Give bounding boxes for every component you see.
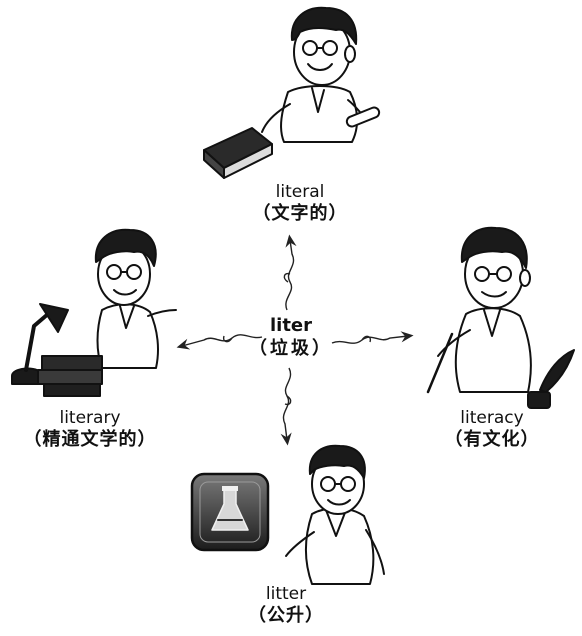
branch-literacy-meaning: （有文化） [444,429,540,451]
branch-litter-word: litter [265,584,307,604]
branch-litter-label: litter （公升） [196,584,376,628]
branch-literal-label: literal （文字的） [210,182,390,226]
man-with-lamp-and-books-illustration [11,228,177,397]
branch-literal-meaning: （文字的） [252,203,348,225]
branch-literal-word: literal [275,182,325,202]
root-word-label: liter （垃圾） [201,315,381,360]
arrow-right [331,331,414,344]
arrow-up [283,234,297,311]
arrow-left [176,334,263,350]
branch-literacy-word: literacy [460,408,524,428]
man-with-flask-illustration [190,444,385,585]
man-writing-quill-illustration [426,226,575,409]
branch-literary-word: literary [59,408,121,428]
root-word-meaning: （垃圾） [249,337,333,359]
root-word: liter [269,315,313,336]
branch-literary-label: literary （精通文学的） [0,408,180,452]
branch-litter-meaning: （公升） [248,605,324,627]
man-with-book-illustration [203,6,381,179]
branch-literacy-label: literacy （有文化） [402,408,582,452]
branch-literary-meaning: （精通文学的） [23,429,157,451]
arrow-down [280,367,292,446]
